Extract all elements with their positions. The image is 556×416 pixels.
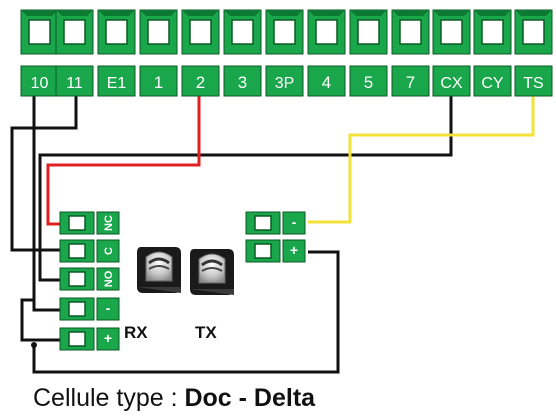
terminal-ts: TS (514, 9, 553, 97)
photocell-rx-icon (137, 247, 181, 293)
terminal-label: 10 (31, 75, 49, 92)
terminal-strip: 10 11 E1 1 2 3 3P 4 5 7 CX CY TS (20, 9, 553, 97)
terminal-label: 3P (275, 75, 295, 92)
terminal-11: 11 (55, 9, 94, 97)
terminal-label: - (106, 300, 111, 316)
tx-label: TX (195, 323, 217, 342)
terminal-label: C (103, 247, 115, 255)
terminal-cy: CY (473, 9, 512, 97)
rx-terminal-minus: - (59, 297, 120, 321)
terminal-3p: 3P (265, 9, 304, 97)
wires (10, 96, 535, 374)
caption: Cellule type : Doc - Delta (33, 383, 315, 413)
terminal-label: 2 (196, 73, 205, 92)
terminal-4: 4 (307, 9, 346, 97)
terminal-label: + (290, 242, 298, 258)
rx-terminal-c: C (59, 239, 120, 263)
wire-ts-tx-minus (308, 96, 535, 224)
terminal-label: 7 (406, 73, 415, 92)
junction-dot (31, 342, 37, 348)
terminal-label: NC (103, 215, 115, 231)
terminal-label: TS (523, 75, 543, 92)
tx-terminal-minus: - (245, 211, 306, 235)
terminal-label: - (292, 214, 297, 230)
rx-terminal-block: NC C NO - + (59, 211, 120, 351)
wire-11-rx-c (10, 96, 78, 252)
wire-tx-plus (32, 250, 340, 374)
rx-terminal-nc: NC (59, 211, 120, 235)
terminal-10: 10 (20, 9, 59, 97)
terminal-label: E1 (107, 75, 127, 92)
wire-10-rx-plus (20, 298, 62, 342)
terminal-5: 5 (349, 9, 388, 97)
rx-label: RX (124, 323, 148, 342)
tx-terminal-plus: + (245, 239, 306, 263)
terminal-label: 11 (66, 75, 83, 92)
terminal-label: CX (440, 75, 463, 92)
terminal-e1: E1 (97, 9, 136, 97)
caption-prefix: Cellule type : (33, 384, 185, 412)
terminal-label: 3 (238, 73, 247, 92)
terminal-2: 2 (181, 9, 220, 97)
terminal-label: NO (103, 270, 115, 287)
rx-terminal-plus: + (59, 327, 120, 351)
wire-10-rx-minus (32, 96, 62, 312)
rx-terminal-no: NO (59, 267, 120, 291)
tx-terminal-block: -+ (245, 211, 306, 263)
wire-2-rx-nc (46, 96, 201, 226)
terminal-3: 3 (223, 9, 262, 97)
terminal-label: + (104, 330, 112, 346)
terminal-cx: CX (432, 9, 471, 97)
terminal-7: 7 (391, 9, 430, 97)
terminal-label: 5 (364, 73, 373, 92)
terminal-label: 4 (322, 73, 331, 92)
photocell-tx-icon (190, 249, 234, 295)
terminal-1: 1 (139, 9, 178, 97)
terminal-label: 1 (154, 73, 163, 92)
caption-model: Doc - Delta (184, 384, 316, 412)
terminal-label: CY (481, 75, 504, 92)
